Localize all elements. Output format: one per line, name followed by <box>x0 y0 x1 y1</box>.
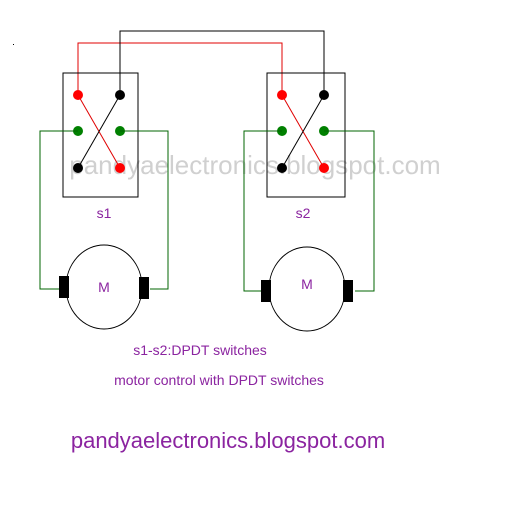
m2-left-wire <box>243 130 282 292</box>
caption-motor-control: motor control with DPDT switches <box>114 372 324 388</box>
s1-terminal-red-bottom <box>115 163 125 173</box>
s2-terminal-black-top <box>319 90 329 100</box>
motor-2-label: M <box>301 276 313 292</box>
motor-2-left-brush <box>261 280 271 302</box>
switch-s2: s2 <box>266 72 346 221</box>
red-crossover-wire <box>77 42 283 95</box>
s1-black-cross-link <box>77 94 121 169</box>
footer-blog-url: pandyaelectronics.blogspot.com <box>71 428 385 453</box>
switch-s2-body <box>266 72 346 198</box>
m1-right-wire <box>120 130 169 290</box>
m2-right-wire <box>324 130 375 292</box>
s2-terminal-red-top <box>277 90 287 100</box>
switch-s1-label: s1 <box>97 205 112 221</box>
switch-s1-body <box>62 72 139 198</box>
motor-1-left-brush <box>59 276 69 298</box>
motor-1: M <box>59 244 149 330</box>
m1-left-wire <box>39 130 78 290</box>
s2-black-cross-link <box>281 94 325 169</box>
stray-dot <box>13 44 14 45</box>
s2-terminal-red-bottom <box>319 163 329 173</box>
s1-terminal-black-top <box>115 90 125 100</box>
s1-terminal-red-top <box>73 90 83 100</box>
switch-s1: s1 <box>62 72 139 221</box>
switch-s2-label: s2 <box>296 205 311 221</box>
s2-terminal-black-bottom <box>277 163 287 173</box>
motor-1-label: M <box>98 279 110 295</box>
motor-2-right-brush <box>343 280 353 302</box>
caption-switch-type: s1-s2:DPDT switches <box>133 342 267 358</box>
s1-terminal-black-bottom <box>73 163 83 173</box>
black-crossover-wire <box>119 30 325 95</box>
watermark-text: pandyaelectronics.blogspot.com <box>69 150 440 180</box>
motor-1-right-brush <box>139 277 149 299</box>
motor-2: M <box>261 246 353 332</box>
